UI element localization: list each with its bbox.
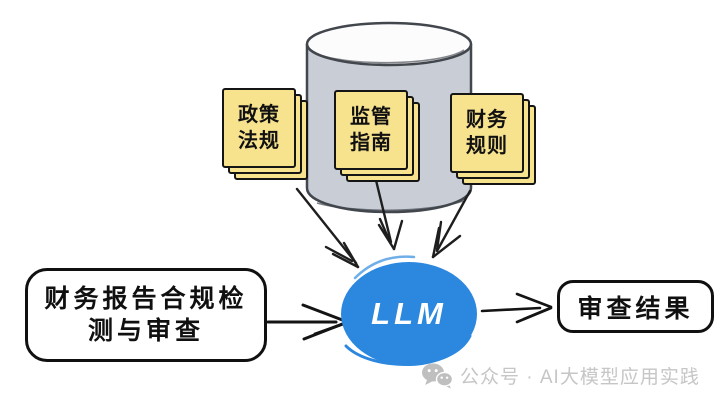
doc-card-policy: 政策 法规 bbox=[222, 88, 296, 168]
doc-card-guideline: 监管 指南 bbox=[334, 90, 408, 170]
doc-card-rules: 财务 规则 bbox=[450, 93, 524, 173]
doc-stack-rules: 财务 规则 bbox=[450, 93, 540, 189]
output-result-box: 审查结果 bbox=[557, 280, 714, 333]
watermark: 公众号 · AI大模型应用实践 bbox=[421, 362, 700, 389]
arrow-guideline-to-llm bbox=[372, 170, 404, 251]
doc-card-label-line: 政策 bbox=[238, 103, 280, 126]
arrow-task-to-llm bbox=[266, 303, 347, 341]
arrow-llm-to-result bbox=[480, 292, 553, 324]
task-box-label-line: 测与审查 bbox=[87, 317, 204, 345]
wechat-icon bbox=[422, 363, 453, 389]
llm-node bbox=[341, 255, 477, 366]
doc-card-label-line: 财务 bbox=[466, 108, 508, 131]
doc-card-label-line: 监管 bbox=[350, 105, 392, 128]
task-box-label-line: 财务报告合规检 bbox=[44, 284, 248, 313]
arrow-rules-to-llm bbox=[431, 189, 472, 259]
arrow-policy-to-llm bbox=[295, 187, 360, 269]
doc-card-label-line: 规则 bbox=[466, 134, 508, 157]
doc-stack-policy: 政策 法规 bbox=[222, 88, 312, 184]
watermark-text: 公众号 · AI大模型应用实践 bbox=[460, 367, 700, 388]
doc-card-label-line: 法规 bbox=[238, 129, 280, 152]
doc-stack-guideline: 监管 指南 bbox=[334, 90, 424, 186]
llm-node-label: LLM bbox=[371, 296, 447, 331]
input-task-box: 财务报告合规检 测与审查 bbox=[25, 268, 267, 362]
doc-card-label-line: 指南 bbox=[350, 131, 392, 154]
result-box-label: 审查结果 bbox=[577, 294, 694, 323]
